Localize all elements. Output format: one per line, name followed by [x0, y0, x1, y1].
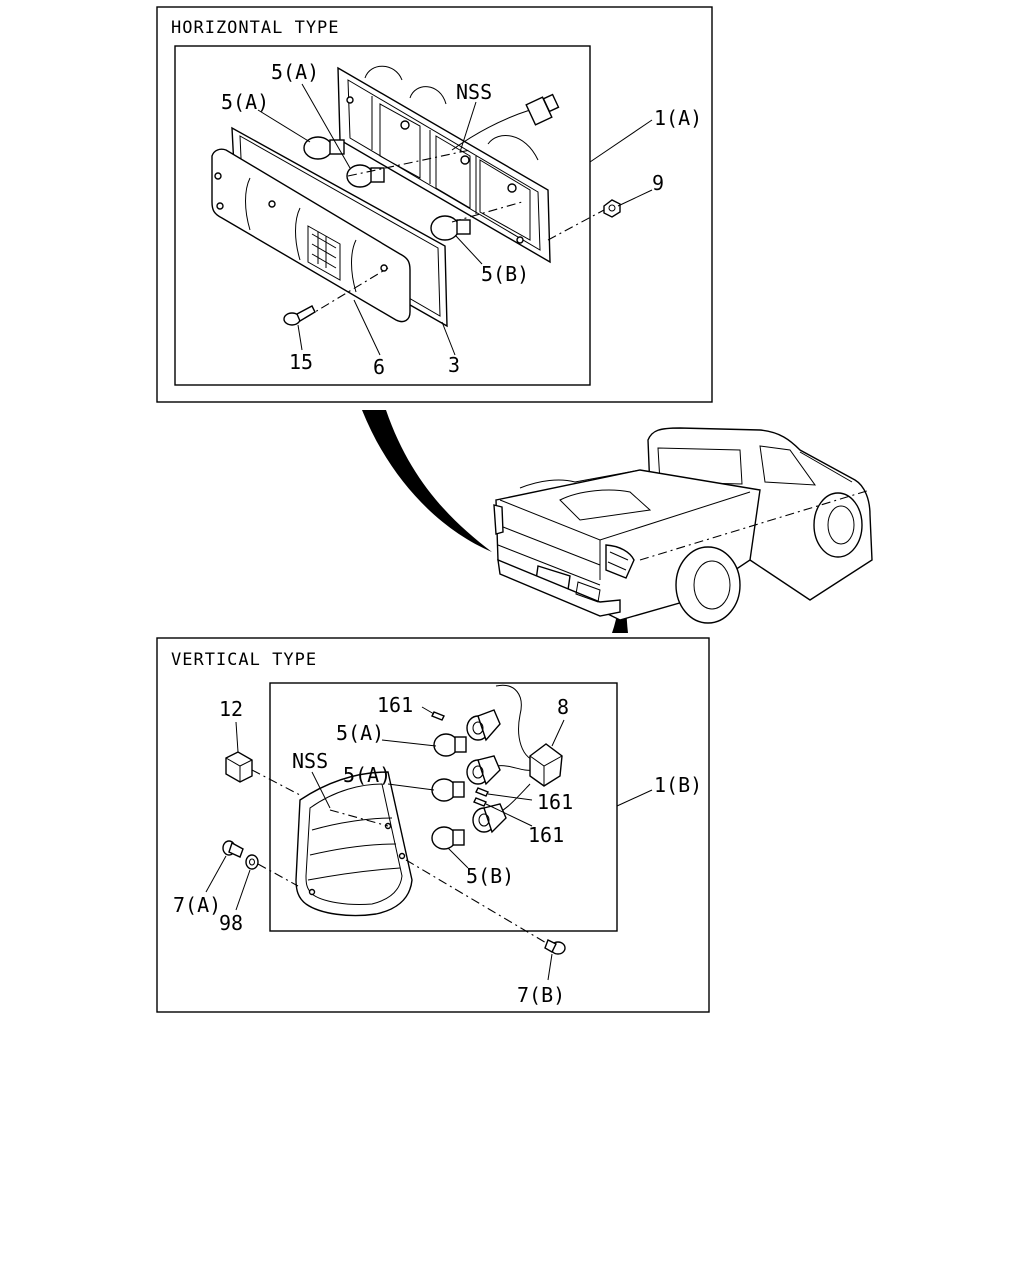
bulb-5a-upper-vertical: [433, 733, 467, 757]
label-bulb-5a-left: 5(A): [221, 90, 269, 114]
screw-7a-vertical: [222, 840, 244, 858]
leader-socket-lower: [485, 803, 533, 827]
leader-screw-a: [205, 855, 227, 893]
label-socket-161-upper: 161: [537, 790, 573, 814]
horizontal-panel-frame: [156, 6, 713, 403]
leader-nut: [617, 189, 653, 207]
label-clip-12: 12: [219, 697, 243, 721]
leader-bulb-b: [455, 235, 483, 265]
leader-screw-b: [547, 953, 553, 981]
label-bulb-5a-upper: 5(A): [336, 721, 384, 745]
bulb-5b-horizontal: [430, 215, 471, 241]
leader-bulb-a-left: [257, 109, 311, 143]
label-lens-6: 6: [373, 355, 385, 379]
label-bulb-5a-top: 5(A): [271, 60, 319, 84]
screw-7b-vertical: [544, 939, 566, 955]
leader-screw: [297, 324, 303, 351]
alignment-line-nut: [547, 209, 605, 241]
label-nss-vertical: NSS: [292, 749, 328, 773]
screw-15-horizontal: [283, 305, 316, 326]
leader-bulb-a-upper: [381, 739, 437, 747]
arrow-to-horizontal-lamp: [362, 410, 492, 552]
alignment-line-bulb: [347, 149, 471, 177]
vertical-inner-frame: [269, 682, 618, 932]
pickup-truck-illustration: [493, 427, 873, 624]
clip-12-vertical: [225, 751, 253, 783]
leader-bulb-a-lower: [387, 783, 435, 791]
leader-nss: [459, 101, 477, 153]
sockets-and-harness-vertical: [431, 684, 563, 834]
label-screw-7a: 7(A): [173, 893, 221, 917]
bulb-5b-vertical: [431, 826, 465, 850]
leader-socket-pin: [421, 706, 435, 715]
leader-washer: [235, 869, 251, 911]
leader-clip: [235, 721, 239, 753]
alignment-line-washer: [257, 863, 299, 887]
leader-socket-upper: [487, 793, 533, 801]
label-socket-161-lower: 161: [528, 823, 564, 847]
bulb-5a-lower-vertical: [431, 778, 465, 802]
label-nss-horizontal: NSS: [456, 80, 492, 104]
leader-lamp-assy-1b: [616, 789, 653, 807]
vertical-panel-frame: [156, 637, 710, 1013]
leader-lamp-assy: [589, 119, 653, 163]
label-lamp-assy-1a: 1(A): [654, 106, 702, 130]
leader-nss-vertical: [311, 771, 331, 809]
lamp-housing-horizontal: [337, 65, 560, 264]
horizontal-panel-title: HORIZONTAL TYPE: [171, 18, 340, 38]
label-lamp-assy-1b: 1(B): [654, 773, 702, 797]
alignment-line-bulb-b: [451, 201, 523, 223]
horizontal-type-panel: HORIZONTAL TYPE: [156, 6, 713, 403]
label-bulb-5b-horizontal: 5(B): [481, 262, 529, 286]
alignment-line-screw-b: [405, 859, 549, 945]
label-washer-98: 98: [219, 911, 243, 935]
label-screw-7b: 7(B): [517, 983, 565, 1007]
leader-bulb-b-vertical: [447, 847, 469, 869]
label-connector-8: 8: [557, 695, 569, 719]
label-screw-15: 15: [289, 350, 313, 374]
leader-lens: [353, 299, 381, 356]
leader-connector: [551, 719, 565, 747]
horizontal-inner-frame: [174, 45, 591, 386]
washer-98-vertical: [245, 854, 259, 870]
vertical-panel-title: VERTICAL TYPE: [171, 650, 317, 670]
label-socket-pin-161: 161: [377, 693, 413, 717]
label-bulb-5b-vertical: 5(B): [466, 864, 514, 888]
lens-horizontal: [211, 148, 411, 323]
label-bulb-5a-lower: 5(A): [343, 763, 391, 787]
leader-bulb-a-top: [301, 83, 351, 169]
nut-9-horizontal: [603, 199, 621, 218]
alignment-line-screw: [304, 267, 389, 319]
vertical-type-panel: VERTICAL TYPE: [156, 637, 710, 1013]
lens-vertical: [295, 771, 413, 917]
leader-gasket: [441, 321, 456, 356]
alignment-line-clip: [251, 769, 301, 796]
label-gasket-3: 3: [448, 353, 460, 377]
label-nut-9: 9: [652, 171, 664, 195]
bulb-5a-top-horizontal: [346, 164, 385, 188]
